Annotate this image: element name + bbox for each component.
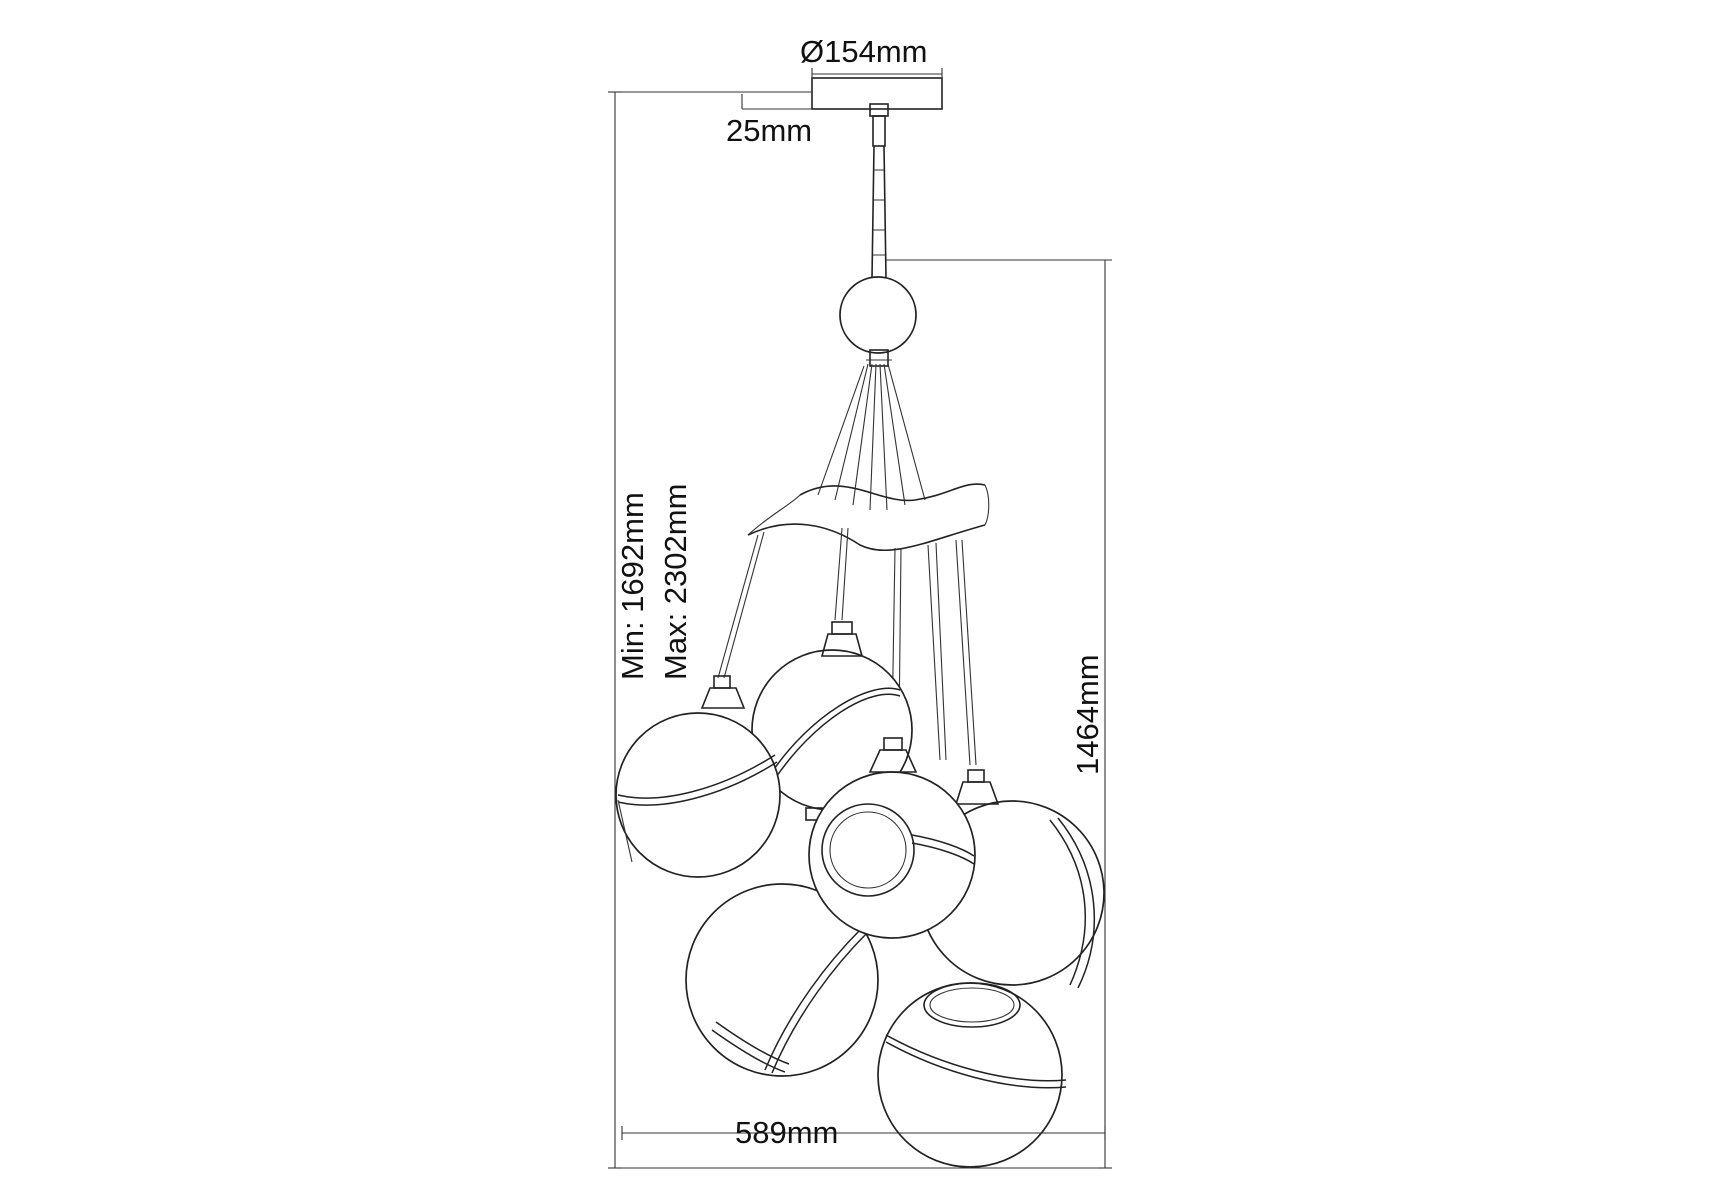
- width-label: 589mm: [735, 1115, 838, 1150]
- decorative-top-ball: [839, 276, 917, 367]
- cable-break-symbol: [747, 483, 990, 552]
- suspension-rod: [869, 103, 889, 279]
- width-dimension: [621, 1126, 1106, 1169]
- canopy-diameter-label: Ø154mm: [800, 34, 927, 69]
- suspension-cables: [817, 363, 926, 511]
- overall-min-label: Min: 1692mm: [615, 492, 650, 680]
- globe-bottom-right: [877, 982, 1067, 1168]
- canopy-height-label: 25mm: [726, 113, 812, 148]
- overall-max-label: Max: 2302mm: [658, 484, 693, 680]
- globe-left: [615, 675, 781, 878]
- globe-bottom-left: [685, 807, 879, 1077]
- overall-height-dimension: [608, 91, 622, 1169]
- globe-center-front: [808, 737, 976, 939]
- cluster-height-label: 1464mm: [1070, 654, 1105, 775]
- ceiling-canopy: [615, 68, 943, 110]
